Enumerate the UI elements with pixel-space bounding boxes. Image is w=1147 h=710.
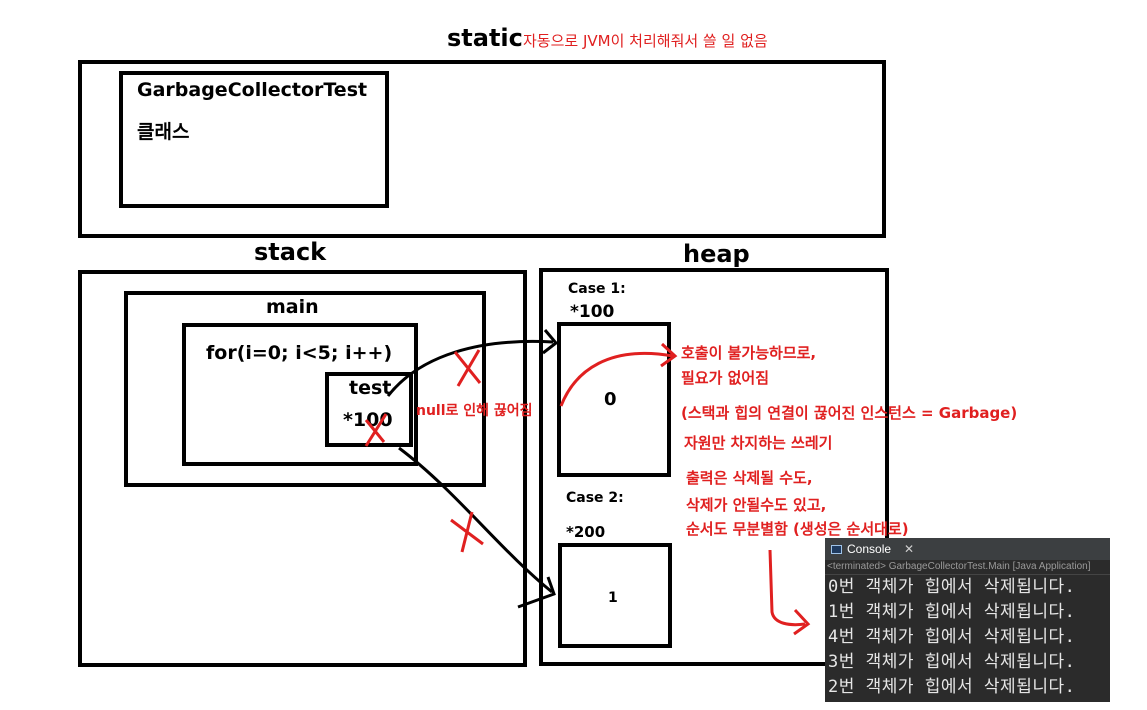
case2-object [558,543,672,648]
static-note: 자동으로 JVM이 처리해줘서 쓸 일 없음 [523,32,768,50]
annotation-line3: (스택과 힙의 연결이 끊어진 인스턴스 = Garbage) [681,404,1018,422]
heap-title: heap [683,240,750,268]
case2-address: *200 [566,523,606,541]
case1-address: *100 [570,302,615,322]
console-icon [831,544,842,554]
console-status: <terminated> GarbageCollectorTest.Main [… [825,560,1110,575]
console-line: 2번 객체가 힙에서 삭제됩니다. [828,677,1076,697]
annotation-line2: 필요가 없어짐 [681,369,770,387]
console-panel: Console ✕ <terminated> GarbageCollectorT… [825,538,1110,702]
console-tab[interactable]: Console ✕ [831,542,914,556]
annotation-line6: 삭제가 안될수도 있고, [686,496,827,514]
annotation-line4: 자원만 차지하는 쓰레기 [684,434,833,452]
stack-title: stack [254,238,327,266]
console-line: 3번 객체가 힙에서 삭제됩니다. [828,652,1076,672]
class-box [119,71,389,208]
case2-label: Case 2: [566,490,624,506]
console-line: 4번 객체가 힙에서 삭제됩니다. [828,627,1076,647]
case1-label: Case 1: [568,281,626,297]
class-label: 클래스 [137,121,190,143]
test-var-ref: *100 [343,409,393,431]
for-loop-label: for(i=0; i<5; i++) [206,342,393,364]
null-break-note: null로 인해 끊어짐 [416,403,533,419]
case1-value: 0 [604,389,617,410]
static-area [78,60,886,238]
console-tab-label: Console [847,542,892,556]
annotation-line7: 순서도 무분별함 (생성은 순서대로) [686,520,909,538]
annotation-line5: 출력은 삭제될 수도, [686,469,813,487]
annotation-line1: 호출이 불가능하므로, [681,344,817,362]
class-name: GarbageCollectorTest [137,79,368,101]
close-icon[interactable]: ✕ [904,542,915,556]
console-tabbar: Console ✕ [825,538,1110,560]
console-line: 0번 객체가 힙에서 삭제됩니다. [828,577,1076,597]
main-label: main [266,296,319,318]
static-title: static [447,24,523,52]
case2-value: 1 [608,590,618,606]
console-line: 1번 객체가 힙에서 삭제됩니다. [828,602,1076,622]
test-var-name: test [349,377,392,399]
